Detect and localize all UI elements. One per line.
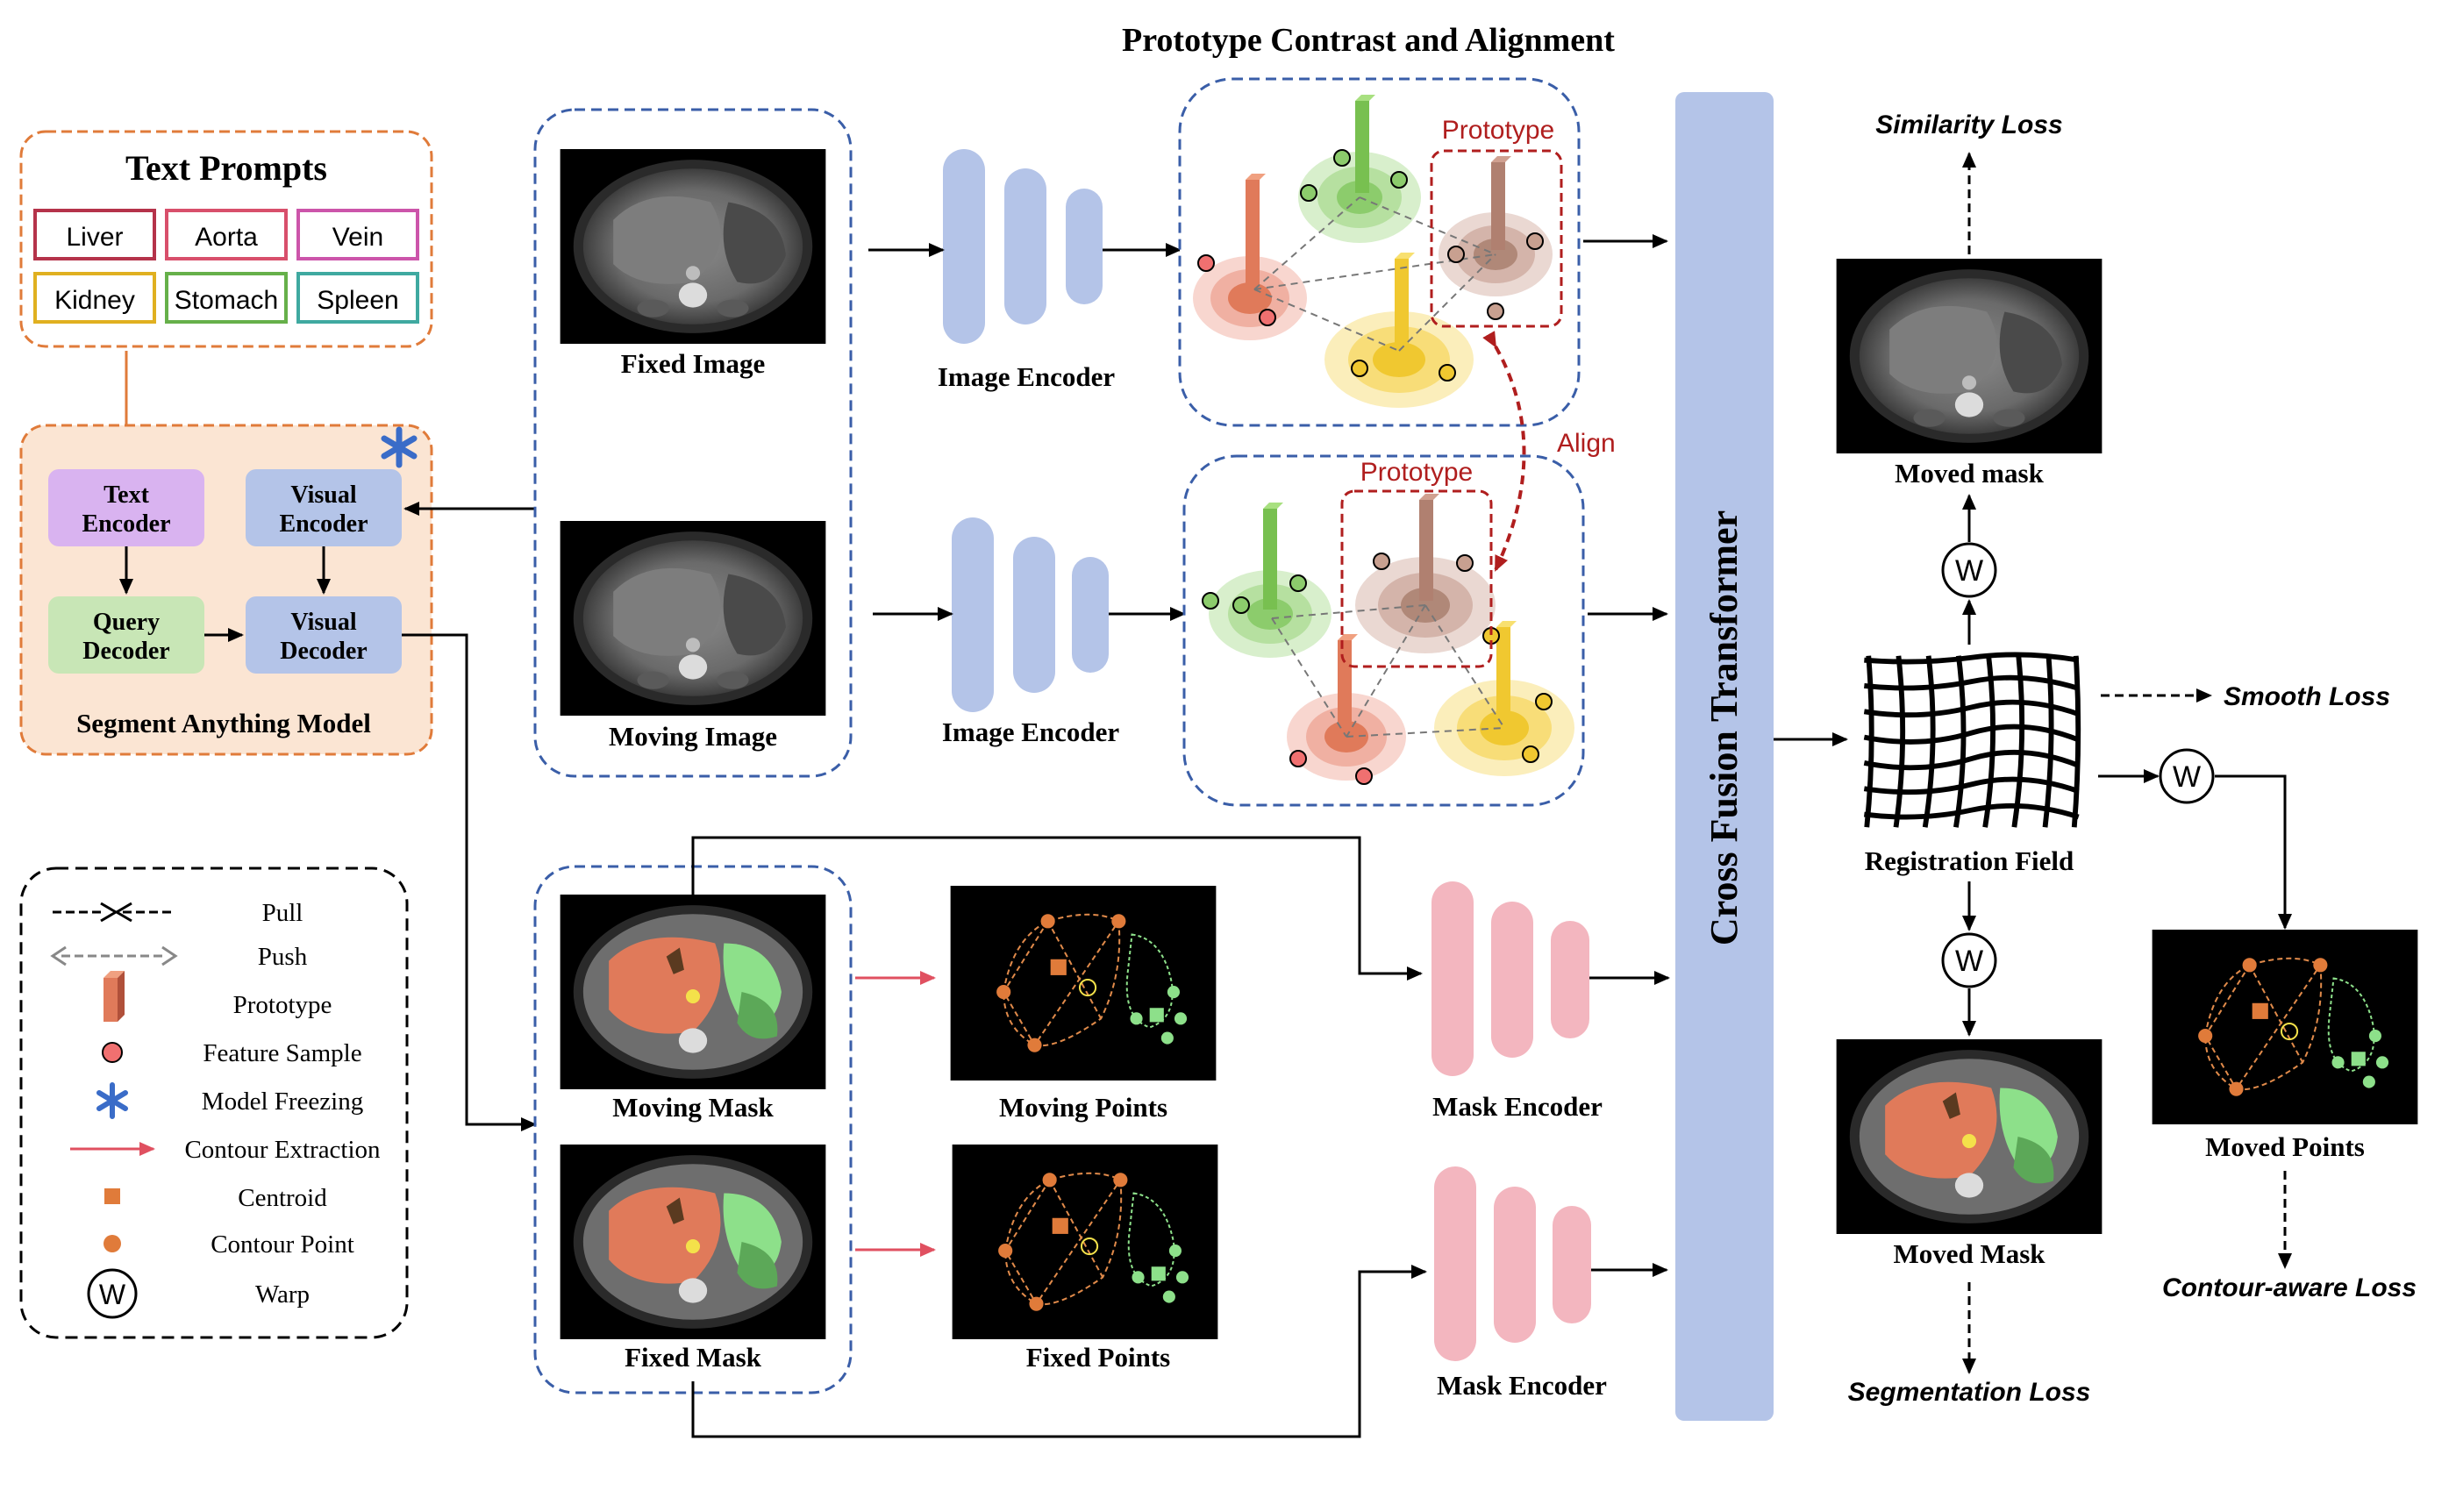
sam-panel: Text Encoder Visual Encoder Query Decode… [19, 424, 433, 756]
diagram-title: Prototype Contrast and Alignment [1122, 22, 1615, 59]
legend: Pull Push Prototype Feature Sample Model… [19, 867, 409, 1339]
moving-image-label: Moving Image [609, 721, 777, 752]
registration-field [1852, 647, 2092, 836]
moved-mask-bottom [1836, 1039, 2103, 1234]
legend-model-freezing: Model Freezing [202, 1088, 363, 1116]
prototype-panel-top: Prototype [1178, 77, 1581, 427]
query-decoder-box: Query Decoder [48, 596, 204, 674]
prompt-spleen-label: Spleen [317, 286, 398, 315]
fixed-points-label: Fixed Points [1026, 1342, 1170, 1373]
fixed-points [951, 1145, 1219, 1339]
moving-image [560, 521, 826, 716]
warp-icon: W [1941, 542, 1997, 598]
prototype-label-bottom: Prototype [1360, 458, 1473, 487]
prompt-aorta[interactable]: Aorta [165, 209, 288, 260]
moved-mask-top [1836, 259, 2103, 453]
legend-push: Push [258, 943, 308, 971]
image-group [533, 108, 853, 778]
image-encoder-top-label: Image Encoder [938, 361, 1116, 392]
registration-field-label: Registration Field [1865, 845, 2074, 876]
moved-points [2151, 930, 2419, 1124]
warp-icon: W [2159, 748, 2215, 804]
fixed-image [560, 149, 826, 344]
warp-icon: W [1941, 932, 1997, 988]
prompt-vein-label: Vein [332, 223, 383, 252]
push-icon [50, 945, 178, 966]
feature-sample-icon [102, 1042, 123, 1063]
query-decoder-line2: Decoder [82, 638, 170, 665]
align-label: Align [1557, 429, 1616, 458]
mask-encoder-top-label: Mask Encoder [1432, 1091, 1603, 1122]
segmentation-loss: Segmentation Loss [1848, 1378, 2091, 1407]
image-encoder-bottom-label: Image Encoder [942, 717, 1120, 747]
moving-mask-label: Moving Mask [612, 1092, 774, 1123]
mask-encoder-bottom: Mask Encoder [1434, 1166, 1607, 1401]
visual-encoder-box: Visual Encoder [246, 469, 402, 546]
legend-feature-sample: Feature Sample [203, 1039, 361, 1067]
text-prompts-panel: Text Prompts Liver Aorta Vein Kidney Sto… [19, 130, 433, 348]
moving-points-label: Moving Points [999, 1092, 1167, 1123]
legend-warp: Warp [255, 1280, 310, 1309]
smooth-loss: Smooth Loss [2224, 682, 2390, 711]
asterisk-icon [381, 426, 418, 468]
visual-decoder-line2: Decoder [280, 638, 368, 665]
image-encoder-bottom: Image Encoder [942, 517, 1120, 747]
svg-text:W: W [99, 1279, 126, 1310]
moving-points [949, 886, 1217, 1081]
cross-fusion-transformer: Cross Fusion Transformer [1675, 92, 1774, 1421]
prompt-kidney[interactable]: Kidney [33, 272, 156, 324]
contour-aware-loss: Contour-aware Loss [2162, 1273, 2417, 1302]
sam-title: Segment Anything Model [76, 708, 371, 738]
prompt-stomach-label: Stomach [175, 286, 278, 315]
asterisk-icon [96, 1082, 128, 1119]
legend-contour-point: Contour Point [211, 1230, 354, 1259]
moving-mask [560, 895, 826, 1089]
align-arrow [1482, 331, 1526, 572]
prompt-liver-label: Liver [66, 223, 123, 252]
svg-text:W: W [1955, 554, 1983, 588]
pull-icon [53, 902, 175, 923]
prompt-spleen[interactable]: Spleen [296, 272, 419, 324]
prompt-kidney-label: Kidney [54, 286, 135, 315]
legend-prototype: Prototype [233, 991, 332, 1019]
legend-pull: Pull [262, 899, 303, 927]
prototype-icon [104, 971, 125, 1022]
svg-text:W: W [1955, 945, 1983, 978]
visual-decoder-line1: Visual [290, 609, 356, 636]
prompt-stomach[interactable]: Stomach [165, 272, 288, 324]
moved-mask-bottom-label: Moved Mask [1893, 1238, 2045, 1269]
visual-encoder-line2: Encoder [279, 510, 368, 538]
fixed-mask-label: Fixed Mask [625, 1342, 762, 1373]
svg-text:W: W [2173, 760, 2201, 794]
moved-points-label: Moved Points [2205, 1131, 2365, 1162]
prompt-aorta-label: Aorta [195, 223, 258, 252]
similarity-loss: Similarity Loss [1875, 111, 2062, 139]
prototype-panel-bottom: Prototype [1182, 454, 1585, 807]
transformer-label: Cross Fusion Transformer [1703, 510, 1746, 945]
mask-encoder-top: Mask Encoder [1431, 881, 1603, 1122]
visual-encoder-line1: Visual [290, 481, 356, 509]
legend-centroid: Centroid [238, 1184, 327, 1212]
prompt-liver[interactable]: Liver [33, 209, 156, 260]
text-prompts-heading: Text Prompts [125, 148, 327, 188]
text-encoder-line2: Encoder [82, 510, 170, 538]
image-encoder-top: Image Encoder [938, 149, 1116, 392]
query-decoder-line1: Query [93, 609, 160, 636]
prototype-label-top: Prototype [1442, 116, 1554, 145]
text-encoder-box: Text Encoder [48, 469, 204, 546]
visual-decoder-box: Visual Decoder [246, 596, 402, 674]
fixed-image-label: Fixed Image [621, 348, 765, 379]
text-encoder-line1: Text [104, 481, 150, 509]
prompt-vein[interactable]: Vein [296, 209, 419, 260]
moved-mask-top-label: Moved mask [1895, 458, 2044, 489]
fixed-mask [560, 1145, 826, 1339]
warp-icon: W [87, 1268, 138, 1319]
mask-encoder-bottom-label: Mask Encoder [1437, 1370, 1607, 1401]
contour-point-icon [104, 1235, 121, 1252]
centroid-icon [104, 1188, 120, 1204]
legend-contour-extraction: Contour Extraction [184, 1136, 381, 1164]
